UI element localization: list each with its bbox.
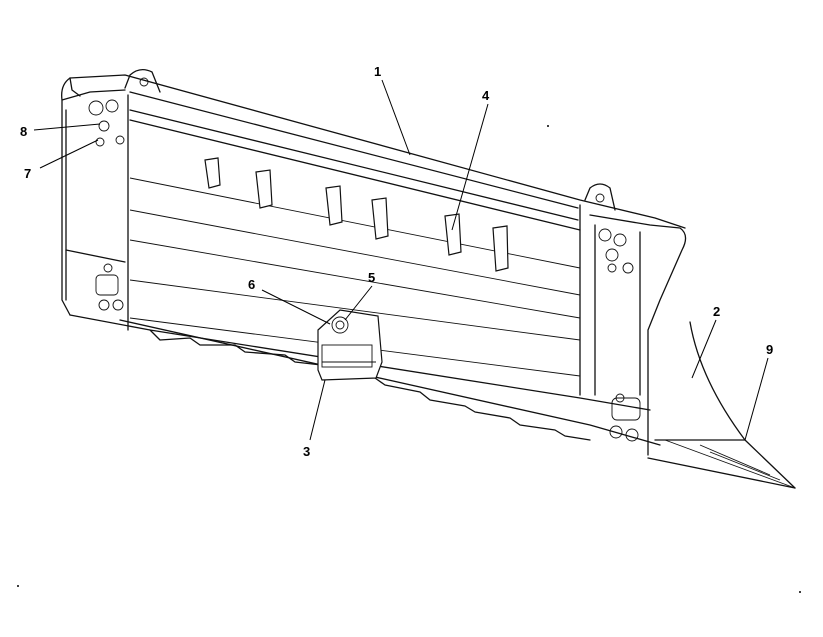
callout-labels: 1 2 3 4 5 6 7 8 9 bbox=[20, 64, 773, 459]
callout-leaders bbox=[33, 79, 769, 441]
callout-8: 8 bbox=[20, 124, 27, 139]
callout-7: 7 bbox=[24, 166, 31, 181]
callout-4: 4 bbox=[482, 88, 490, 103]
callout-3: 3 bbox=[303, 444, 310, 459]
end-bit bbox=[647, 321, 796, 489]
callout-9: 9 bbox=[766, 342, 773, 357]
center-pivot-bracket bbox=[317, 309, 383, 381]
callout-2: 2 bbox=[713, 304, 720, 319]
callout-1: 1 bbox=[374, 64, 381, 79]
stray-dot bbox=[17, 585, 19, 587]
stray-dot bbox=[799, 591, 801, 593]
callout-5: 5 bbox=[368, 270, 375, 285]
stray-dot bbox=[547, 125, 549, 127]
mounting-clips bbox=[204, 157, 509, 272]
blade-body bbox=[61, 68, 687, 456]
callout-6: 6 bbox=[248, 277, 255, 292]
